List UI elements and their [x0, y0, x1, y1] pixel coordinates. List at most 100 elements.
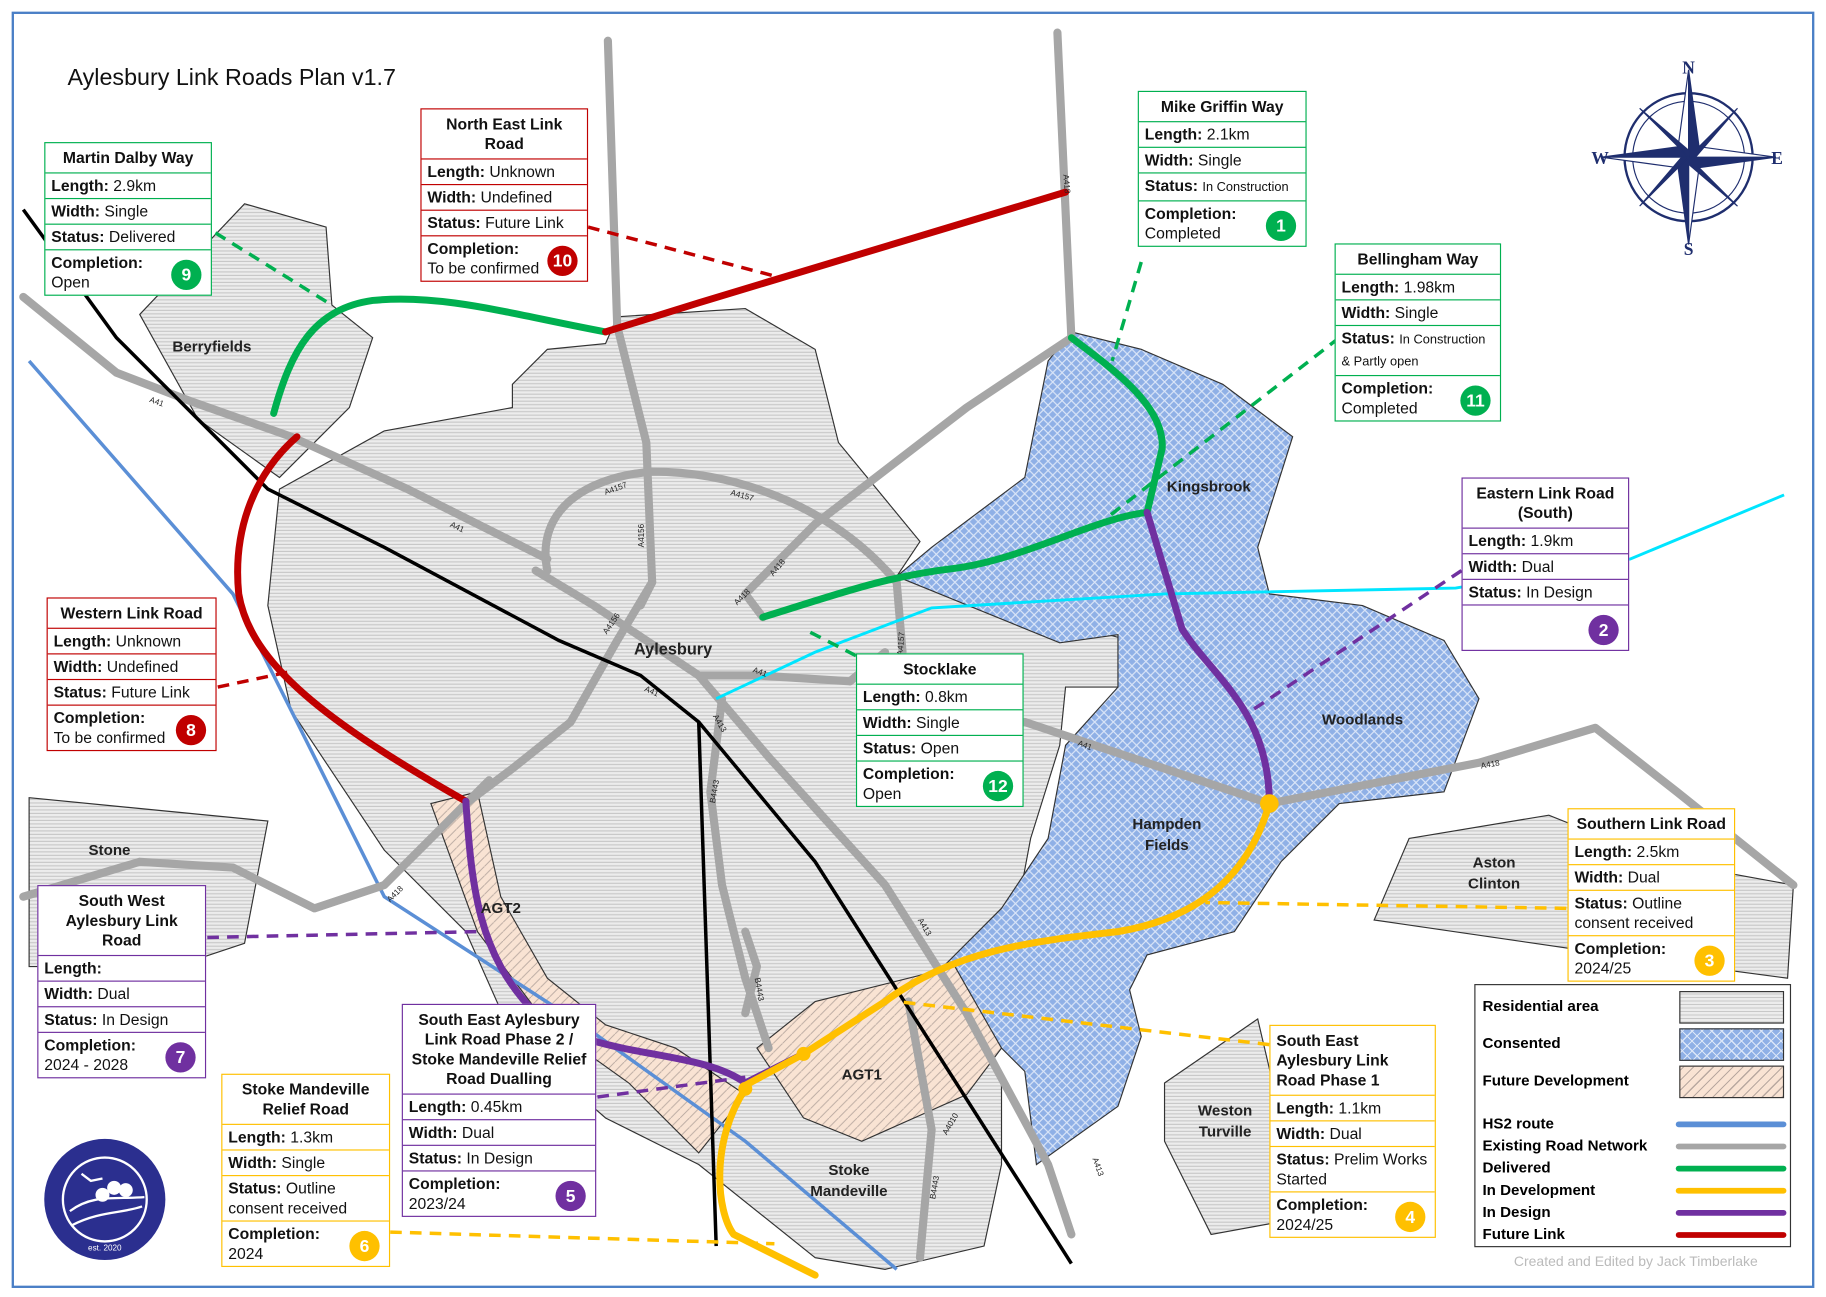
row-value: Single	[104, 202, 149, 221]
row-value: In Design	[101, 1010, 169, 1029]
route-number-badge: 2	[1588, 614, 1619, 646]
route-number-badge: 4	[1395, 1201, 1426, 1233]
info-box-title: South East Aylesbury Link Road Phase 2 /…	[411, 1010, 587, 1088]
info-box-completion: 2	[1462, 604, 1629, 649]
legend-future-link-line	[1675, 1232, 1787, 1238]
info-box-title: Stoke Mandeville Relief Road	[241, 1080, 370, 1118]
info-box-row: Length: 0.45km	[402, 1093, 596, 1120]
road-label: A413	[1090, 1156, 1105, 1177]
route-number-badge: 10	[547, 245, 578, 276]
route-number-badge: 11	[1460, 385, 1491, 416]
label-aylesbury: Aylesbury	[634, 640, 712, 658]
row-value: Prelim Works Started	[1276, 1150, 1428, 1188]
info-box-row: Status: Open	[857, 734, 1023, 761]
row-label: Length:	[51, 177, 109, 195]
info-box-completion: Completion:Open 12	[857, 760, 1023, 805]
info-box-row: Width: Single	[857, 709, 1023, 735]
compass-n: N	[1682, 57, 1695, 77]
row-label: Status:	[44, 1010, 98, 1029]
row-label: Width:	[228, 1154, 277, 1172]
label-stone: Stone	[88, 842, 130, 859]
row-label: Status:	[427, 214, 481, 232]
completion-value: 2024/25	[1574, 959, 1632, 978]
info-box-row: Status: In Construction	[1138, 172, 1306, 200]
stoke-mandeville-relief-road	[716, 1085, 819, 1279]
info-box-row: Status: Future Link	[421, 209, 587, 236]
row-value: Delivered	[108, 228, 176, 246]
row-label: Length:	[53, 632, 112, 650]
legend-residential-label: Residential area	[1482, 996, 1599, 1015]
existing-road-network	[19, 28, 1798, 1262]
row-value: 1.1km	[1338, 1099, 1382, 1117]
completion-label: Completion:	[51, 253, 143, 272]
legend-consented-label: Consented	[1482, 1034, 1561, 1052]
completion-value: To be confirmed	[427, 259, 540, 278]
row-value: 0.45km	[470, 1098, 523, 1116]
info-box-row: Status: In Construction & Partly open	[1335, 324, 1500, 375]
info-box-row: Width: Single	[1138, 146, 1306, 173]
row-label: Width:	[1468, 557, 1518, 576]
eastern-link-road-south	[1143, 508, 1273, 808]
info-box-row: Width: Undefined	[47, 653, 216, 679]
row-value: Undefined	[480, 188, 553, 207]
cyan-route	[715, 493, 1785, 701]
label-aston: Aston	[1473, 855, 1516, 872]
info-box-title: Stocklake	[903, 660, 977, 678]
road-label: B4443	[708, 779, 721, 804]
info-box-row: Width: Dual	[402, 1119, 596, 1145]
route-number-badge: 12	[982, 770, 1014, 802]
row-value: 1.3km	[290, 1128, 334, 1146]
label-stoke: Stoke	[828, 1162, 869, 1179]
row-label: Length:	[228, 1128, 286, 1146]
route-number-badge: 9	[171, 259, 202, 290]
row-value: Unknown	[489, 163, 555, 181]
row-label: Length:	[427, 163, 486, 181]
row-label: Length:	[1144, 125, 1203, 144]
row-value: Open	[920, 739, 960, 757]
map-frame	[11, 11, 1815, 1288]
row-value: Outline consent received	[228, 1179, 348, 1217]
row-value: In Construction & Partly open	[1341, 333, 1486, 370]
label-mandeville: Mandeville	[810, 1183, 887, 1200]
info-box-row: Length: 2.5km	[1568, 838, 1735, 864]
agt1-area	[756, 965, 1003, 1142]
route-number-badge: 6	[349, 1230, 380, 1262]
info-box-row: Length: 1.3km	[222, 1123, 389, 1150]
compass-e: E	[1771, 148, 1783, 168]
info-box-completion: Completion:Open 9	[45, 249, 211, 294]
completion-label: Completion:	[862, 765, 955, 783]
row-label: Status:	[53, 683, 107, 702]
completion-value: Open	[862, 784, 902, 803]
info-box-title: South East Aylesbury Link Road Phase 1	[1276, 1031, 1389, 1089]
completion-label: Completion:	[1341, 379, 1434, 398]
completion-value: 2024 - 2028	[44, 1056, 129, 1074]
info-box-row: Status: In Design	[1462, 578, 1629, 605]
info-box-row: Length:	[38, 954, 205, 981]
row-label: Width:	[44, 985, 93, 1003]
compass-w: W	[1591, 148, 1609, 168]
southern-link-road	[741, 800, 1273, 1089]
row-value: 1.98km	[1403, 278, 1456, 296]
info-box-row: Width: Dual	[38, 980, 205, 1007]
legend-delivered-label: Delivered	[1482, 1158, 1551, 1177]
completion-value: Open	[51, 273, 90, 292]
legend-future-link-label: Future Link	[1482, 1225, 1565, 1243]
hs2-route	[27, 359, 898, 1271]
row-label: Status:	[228, 1179, 282, 1198]
row-label: Width:	[408, 1123, 458, 1142]
road-label: A41	[148, 395, 165, 409]
callout-arrows	[207, 225, 1567, 1246]
row-value: Future Link	[111, 683, 190, 702]
row-value: 2.5km	[1636, 843, 1680, 861]
mike-griffin-way-road	[1067, 334, 1166, 516]
legend-in-development-line	[1675, 1187, 1787, 1194]
row-label: Status:	[1144, 177, 1199, 195]
